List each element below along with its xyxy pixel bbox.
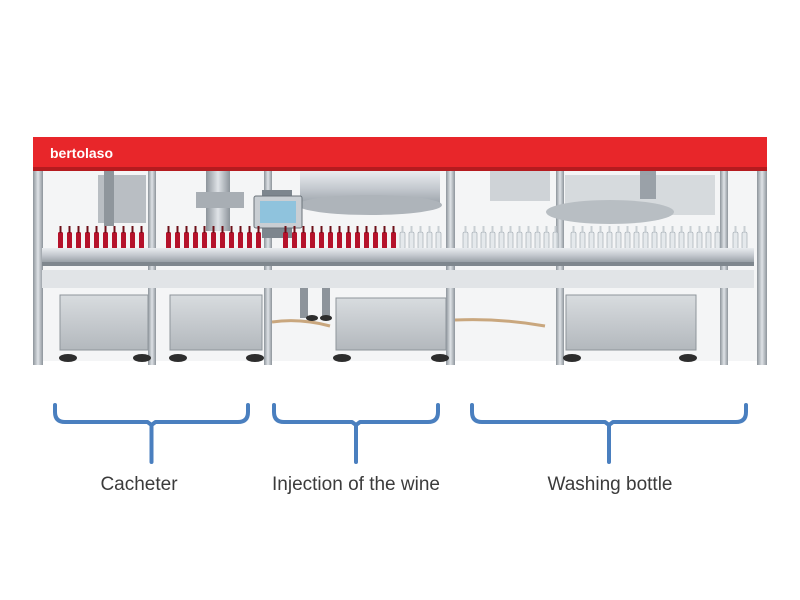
machine-feet (59, 315, 697, 362)
section-braces (53, 403, 748, 464)
conveyor (42, 248, 754, 262)
bottle-row (58, 226, 748, 250)
section-brace (53, 403, 250, 464)
section-label-injection: Injection of the wine (272, 474, 440, 495)
base-cabinets (59, 288, 697, 351)
section-label-washing: Washing bottle (547, 474, 673, 495)
control-panel (253, 190, 303, 238)
brand-logo: bertolaso (50, 145, 113, 161)
section-brace (470, 403, 748, 464)
section-brace (272, 403, 440, 464)
brand-banner (33, 137, 767, 170)
upper-machinery (98, 171, 715, 231)
section-label-cacheter: Cacheter (100, 474, 178, 495)
machine-illustration: bertolaso (33, 137, 767, 365)
frame-posts (33, 171, 767, 365)
